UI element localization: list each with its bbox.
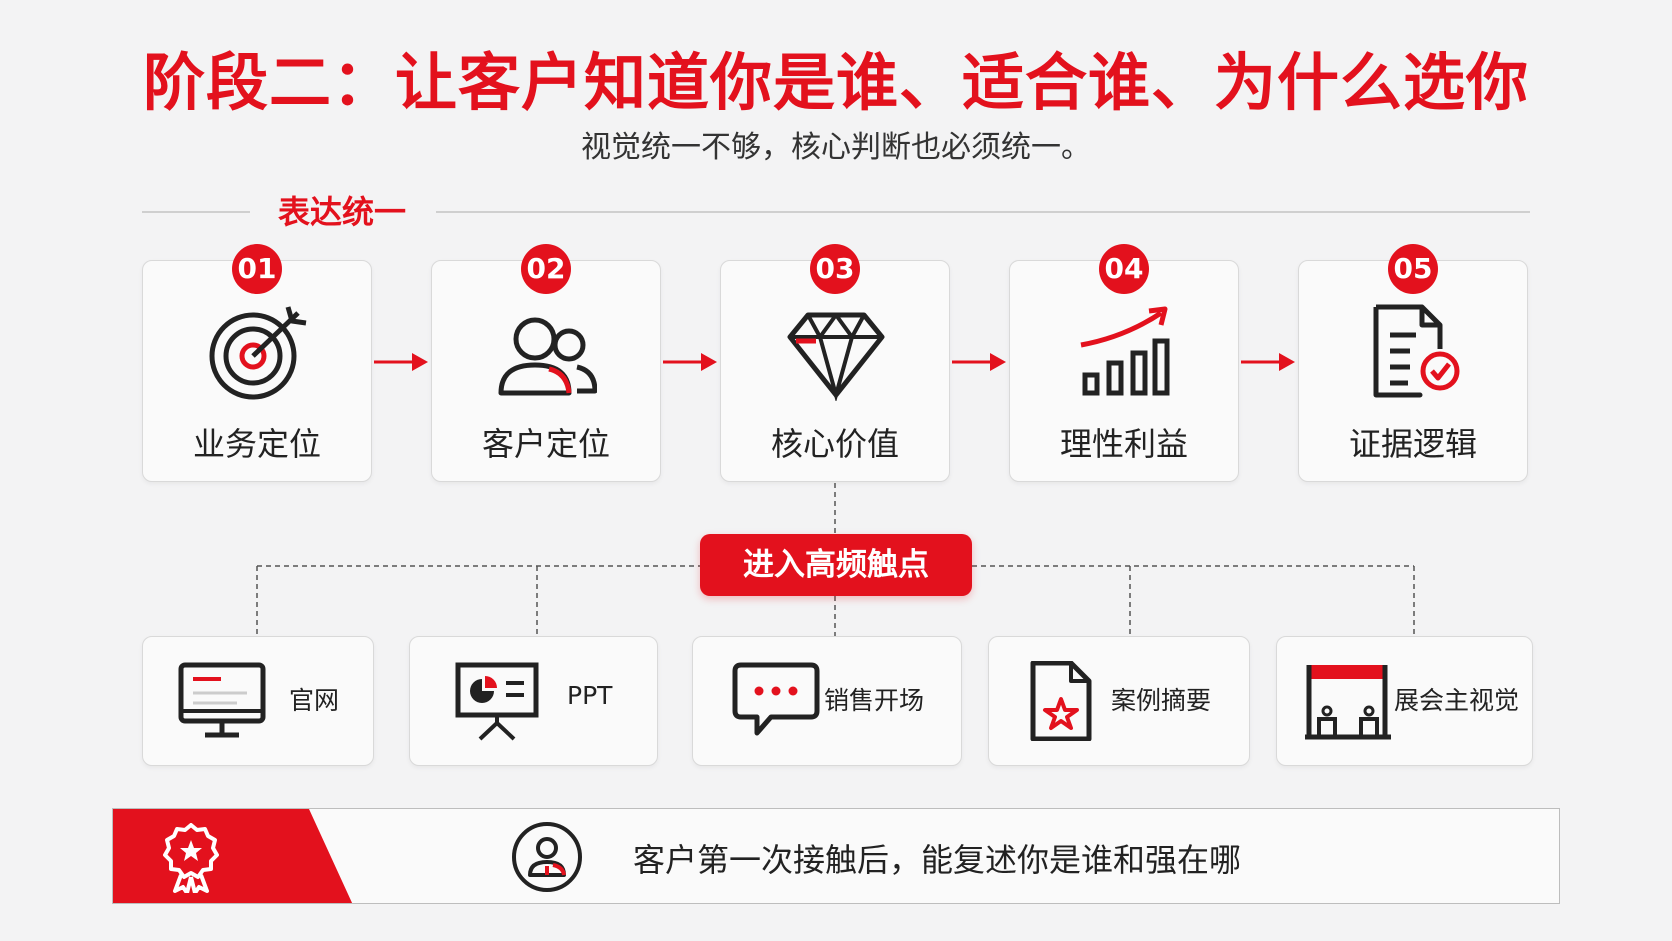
flow-arrow-2 [663,353,717,371]
flow-arrow-4 [1241,353,1295,371]
user-circle-icon [512,822,582,892]
step-card-5: 05 证据逻辑 [1298,244,1528,482]
step-label: 理性利益 [1059,425,1188,463]
step-number: 01 [232,244,282,294]
touchpoint-card-case-summary: 案例摘要 [988,636,1250,766]
page-title: 阶段二：让客户知道你是谁、适合谁、为什么选你 [142,46,1529,119]
target-icon [209,306,307,400]
section-divider-right [436,211,1530,213]
touchpoint-label: PPT [567,681,613,710]
step-number: 04 [1099,244,1149,294]
step-number: 03 [810,244,860,294]
banner-text: 客户第一次接触后，能复述你是谁和强在哪 [633,841,1242,879]
step-card-3: 03 核心价值 [720,244,950,482]
touchpoint-card-sales-opening: 销售开场 [692,636,962,766]
touchpoint-label: 官网 [289,686,340,715]
flow-arrow-3 [952,353,1006,371]
step-number: 05 [1388,244,1438,294]
step-card-4: 04 理性利益 [1009,244,1239,482]
step-card-1: 01 业务定位 [142,244,372,482]
users-icon [498,317,597,396]
touchpoint-card-expo-visual: 展会主视觉 [1276,636,1533,766]
touchpoint-label: 案例摘要 [1111,686,1212,715]
step-label: 客户定位 [481,425,610,463]
monitor-icon [178,662,266,738]
growth-chart-icon [1080,306,1170,396]
step-label: 业务定位 [192,425,321,463]
banner-accent [113,809,353,903]
presentation-icon [455,662,539,741]
section-divider-left [142,211,250,213]
touchpoint-title-badge: 进入高频触点 [700,534,972,596]
diamond-icon [787,312,885,401]
chat-bubble-icon [732,662,820,736]
section-label: 表达统一 [277,193,406,231]
touchpoint-card-ppt: PPT [409,636,658,766]
step-card-2: 02 客户定位 [431,244,661,482]
flow-arrow-1 [374,353,428,371]
bottom-summary-banner: 客户第一次接触后，能复述你是谁和强在哪 [112,808,1560,904]
touchpoint-label: 展会主视觉 [1394,686,1520,715]
step-label: 核心价值 [770,425,899,463]
step-label: 证据逻辑 [1348,425,1477,463]
booth-icon [1305,665,1391,740]
verified-document-icon [1373,304,1460,398]
touchpoint-card-website: 官网 [142,636,374,766]
award-ribbon-icon [163,823,219,893]
step-number: 02 [521,244,571,294]
touchpoint-label: 销售开场 [824,686,925,715]
page-subtitle: 视觉统一不够，核心判断也必须统一。 [581,130,1091,165]
star-document-icon [1030,661,1092,741]
